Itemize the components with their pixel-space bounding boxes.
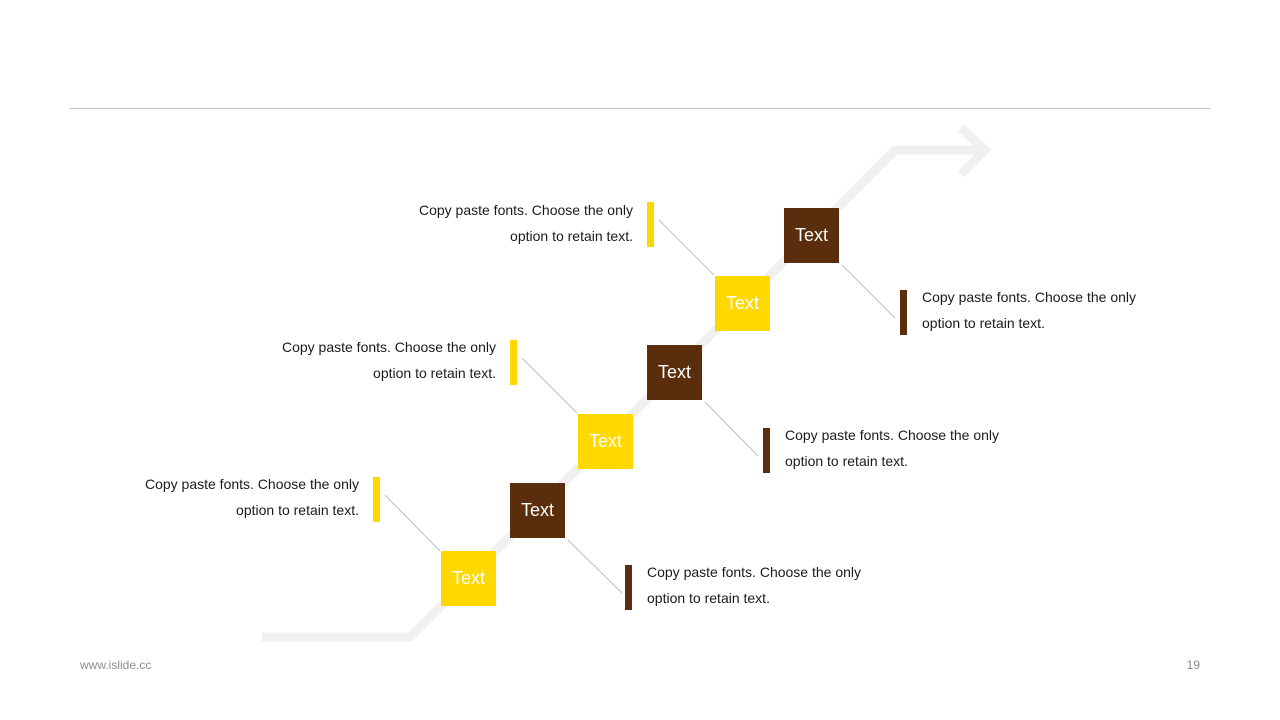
note-line: option to retain text. <box>785 453 908 469</box>
step-label: Text <box>794 225 828 245</box>
note-line: option to retain text. <box>922 315 1045 331</box>
connector-line <box>658 219 715 276</box>
step-label: Text <box>451 568 485 588</box>
step-note-6: Copy paste fonts. Choose the only option… <box>922 284 1136 336</box>
step-box-4: Text <box>647 345 702 400</box>
arrow-right-icon <box>957 124 992 178</box>
note-line: Copy paste fonts. Choose the only <box>281 339 496 355</box>
connector-line <box>521 357 578 414</box>
note-line: Copy paste fonts. Choose the only <box>647 564 862 580</box>
step-box-5: Text <box>715 276 770 331</box>
step-note-4: Copy paste fonts. Choose the only option… <box>785 422 999 474</box>
accent-bar <box>510 340 517 385</box>
note-line: option to retain text. <box>510 228 633 244</box>
top-divider <box>70 108 1210 109</box>
accent-bar <box>647 202 654 247</box>
step-note-5: Copy paste fonts. Choose the only option… <box>419 197 633 249</box>
step-box-3: Text <box>578 414 633 469</box>
connector-line <box>704 401 759 457</box>
note-line: option to retain text. <box>373 365 496 381</box>
step-box-2: Text <box>510 483 565 538</box>
step-label: Text <box>588 431 622 451</box>
step-note-1: Copy paste fonts. Choose the only option… <box>145 471 359 523</box>
note-line: option to retain text. <box>236 502 359 518</box>
connector-line <box>567 539 623 594</box>
step-box-1: Text <box>441 551 496 606</box>
step-label: Text <box>657 362 691 382</box>
connector-line <box>841 264 896 319</box>
accent-bar <box>625 565 632 610</box>
accent-bar <box>763 428 770 473</box>
page-number: 19 <box>1186 658 1200 672</box>
note-line: Copy paste fonts. Choose the only <box>418 202 633 218</box>
note-line: Copy paste fonts. Choose the only <box>785 427 1000 443</box>
step-note-2: Copy paste fonts. Choose the only option… <box>647 559 861 611</box>
note-line: option to retain text. <box>647 590 770 606</box>
accent-bar <box>900 290 907 335</box>
step-label: Text <box>520 500 554 520</box>
step-note-3: Copy paste fonts. Choose the only option… <box>282 334 496 386</box>
footer-url: www.islide.cc <box>80 658 152 672</box>
step-box-6: Text <box>784 208 839 263</box>
step-label: Text <box>725 293 759 313</box>
note-line: Copy paste fonts. Choose the only <box>922 289 1137 305</box>
connector-line <box>384 494 441 552</box>
accent-bar <box>373 477 380 522</box>
note-line: Copy paste fonts. Choose the only <box>144 476 359 492</box>
